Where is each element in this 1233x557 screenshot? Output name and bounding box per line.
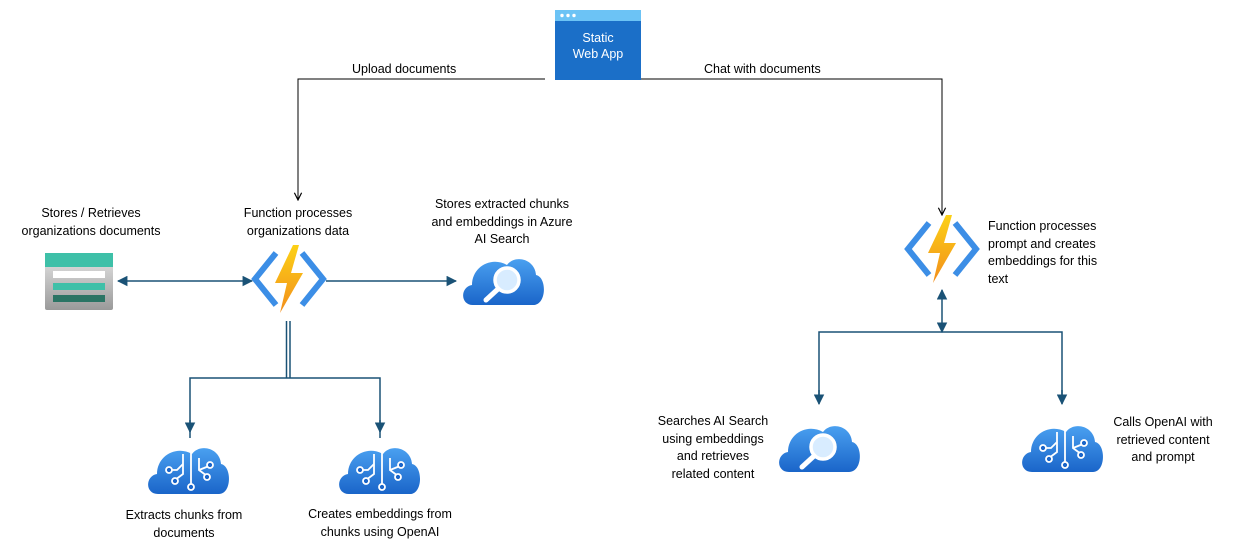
upload-connector <box>298 78 545 200</box>
static-web-app-icon <box>555 10 641 80</box>
chat-connector <box>641 78 942 215</box>
ai-search-icon-left <box>463 259 544 305</box>
cognitive-services-icon-openai <box>1021 425 1104 473</box>
right-search-label: Searches AI Search using embeddings and … <box>657 414 769 481</box>
extract-chunks-label: Extracts chunks from documents <box>125 508 243 540</box>
right-openai-label: Calls OpenAI with retrieved content and … <box>1113 415 1213 464</box>
cognitive-services-icon-embed <box>338 447 421 495</box>
azure-function-icon-left <box>255 245 323 313</box>
storage-account-icon <box>45 253 113 310</box>
upload-documents-label: Upload documents <box>352 62 457 76</box>
chat-with-documents-label: Chat with documents <box>704 62 821 76</box>
left-function-label: Function processes organizations data <box>243 206 353 238</box>
right-function-label: Function processes prompt and creates em… <box>988 219 1098 286</box>
storage-label: Stores / Retrieves organizations documen… <box>21 206 161 238</box>
static-web-app-label: Static Web App <box>572 31 624 61</box>
right-branch-connector <box>818 331 1063 402</box>
function-branch-connector <box>189 321 381 438</box>
create-embeddings-label: Creates embeddings from chunks using Ope… <box>308 507 452 539</box>
left-search-label: Stores extracted chunks and embeddings i… <box>431 197 573 246</box>
azure-function-icon-right <box>908 215 976 283</box>
ai-search-icon-right <box>779 426 860 472</box>
cognitive-services-icon-extract <box>147 447 230 495</box>
